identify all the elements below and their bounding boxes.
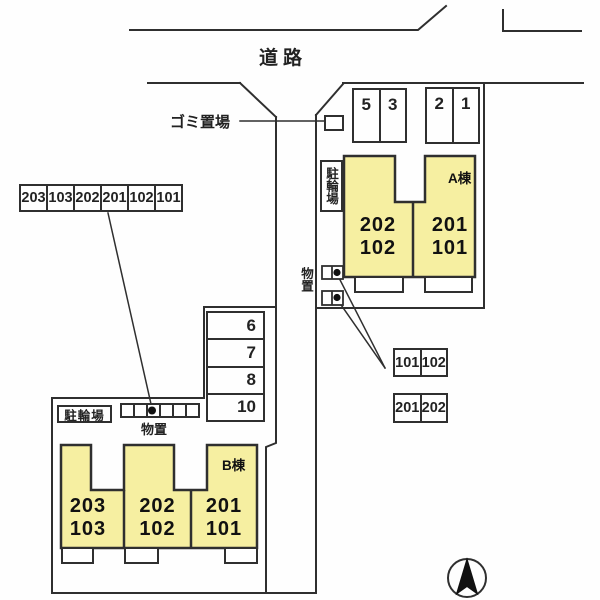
unit-b2-lower: 102 <box>139 517 176 540</box>
storage-assign-201: 201 <box>395 400 420 416</box>
parking-stall-7: 7 <box>208 338 263 365</box>
storage-b-cell-5 <box>172 405 185 416</box>
parking-stalls-2-1: 2 1 <box>425 87 480 144</box>
storage-b-cell-4 <box>159 405 172 416</box>
compass <box>447 557 487 598</box>
parking-stall-3: 3 <box>378 90 406 141</box>
building-b-unit-202-102: 202 102 <box>124 495 191 540</box>
building-b-terrace-3 <box>224 547 258 564</box>
parking-stall-10: 10 <box>208 392 263 420</box>
parking-stalls-6-10: 6 7 8 10 <box>206 311 265 422</box>
parking-stall-2: 2 <box>434 94 444 113</box>
assign-cell-201: 201 <box>100 186 127 210</box>
building-a-terrace-right <box>424 276 473 293</box>
parking-stall-6: 6 <box>246 315 256 335</box>
storage-b-strip <box>120 403 200 418</box>
building-b-unit-203-103: 203 103 <box>55 495 121 540</box>
road-label: 道路 <box>258 48 307 69</box>
building-a-name: A棟 <box>448 171 472 186</box>
unit-b1-lower: 103 <box>69 517 107 540</box>
entrance-left-diagonal <box>238 81 278 119</box>
storage-a-label: 物置 <box>299 267 313 292</box>
storage-assign-102: 102 <box>419 350 447 375</box>
storage-a-leader-line-1 <box>335 272 387 370</box>
entrance-right-diagonal <box>314 82 345 117</box>
road-corner-line <box>502 9 582 32</box>
building-b-unit-201-101: 201 101 <box>191 495 257 540</box>
storage-b-dot <box>148 406 156 415</box>
garbage-area-label: ゴミ置場 <box>169 114 230 131</box>
storage-b-cell-1 <box>122 405 133 416</box>
unit-a1-upper: 202 <box>359 214 397 236</box>
unit-b2-upper: 202 <box>139 495 176 517</box>
bicycle-parking-a-label: 駐輪場 <box>320 160 343 212</box>
parking-assignment-row: 203 103 202 201 102 101 <box>19 184 183 212</box>
building-b-name: B棟 <box>222 458 246 473</box>
parking-stall-8: 8 <box>208 365 263 393</box>
compass-north-needle-icon <box>455 557 479 596</box>
building-a-terrace-left <box>354 276 404 293</box>
storage-assign-101: 101 <box>395 354 420 371</box>
assign-cell-102: 102 <box>127 186 154 210</box>
garbage-area-rect <box>324 115 344 131</box>
unit-a2-upper: 201 <box>431 214 469 236</box>
assign-cell-103: 103 <box>46 186 73 210</box>
building-a-unit-202-102: 202 102 <box>343 214 413 259</box>
storage-a-leader-line-2 <box>335 297 387 370</box>
storage-b-cell-3 <box>146 405 159 416</box>
storage-a-dot-1 <box>333 268 341 277</box>
storage-assign-202: 202 <box>419 395 447 421</box>
bicycle-parking-b-label: 駐輪場 <box>57 405 112 423</box>
storage-b-label: 物置 <box>140 422 167 437</box>
unit-a1-lower: 102 <box>359 236 397 259</box>
storage-assignment-box-2: 201 202 <box>393 393 448 423</box>
unit-b1-upper: 203 <box>69 495 107 517</box>
building-b-terrace-1 <box>61 547 94 564</box>
storage-assignment-box-1: 101 102 <box>393 348 448 377</box>
parking-stalls-5-3: 5 3 <box>352 88 407 143</box>
building-a-unit-201-101: 201 101 <box>415 214 485 259</box>
assign-cell-101: 101 <box>154 186 181 210</box>
assign-cell-202: 202 <box>73 186 100 210</box>
assign-cell-203: 203 <box>21 190 46 206</box>
storage-a-dot-2 <box>333 293 341 302</box>
unit-b3-upper: 201 <box>205 495 243 517</box>
building-b-terrace-2 <box>124 547 159 564</box>
storage-b-cell-2 <box>133 405 146 416</box>
storage-b-cell-6 <box>185 405 198 416</box>
parking-row-leader-line <box>107 212 152 405</box>
driveway-left-line <box>265 116 277 594</box>
parking-stall-5: 5 <box>361 95 371 114</box>
road-upper-edge-line <box>129 4 448 31</box>
unit-a2-lower: 101 <box>431 236 469 259</box>
parking-stall-1: 1 <box>451 89 479 142</box>
unit-b3-lower: 101 <box>205 517 243 540</box>
